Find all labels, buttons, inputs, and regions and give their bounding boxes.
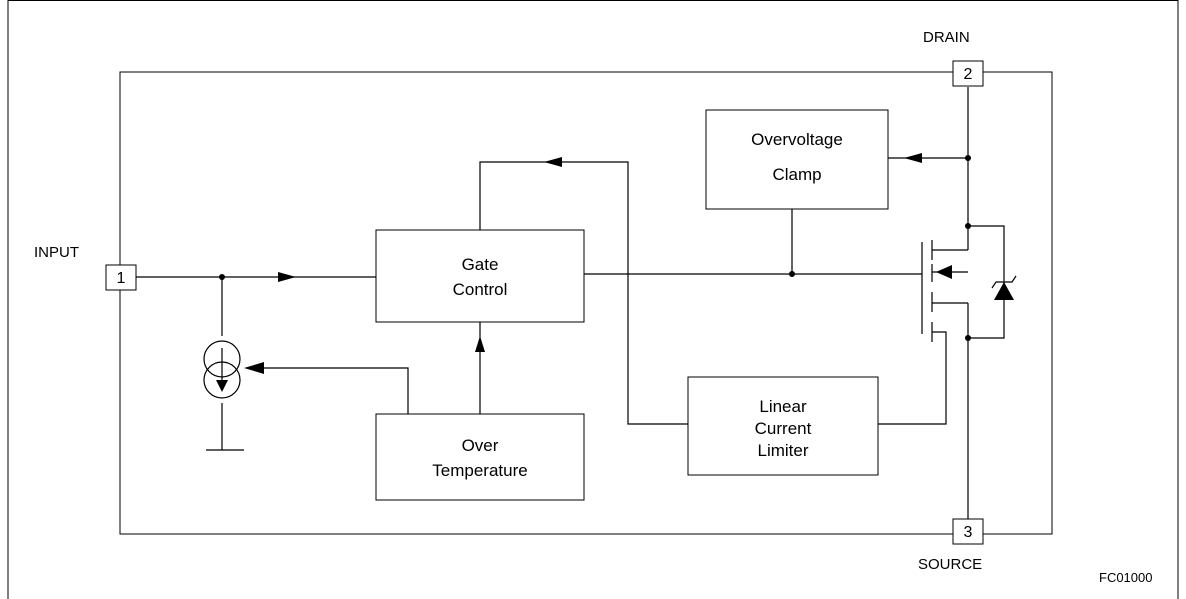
pin-input-number: 1 [117, 270, 126, 287]
junction-dots [219, 155, 971, 341]
gate-control-line2: Control [453, 280, 508, 299]
pin-source-number: 3 [964, 524, 973, 541]
source-label: SOURCE [918, 556, 982, 573]
overvoltage-clamp-block: Overvoltage Clamp [705, 109, 889, 210]
page-frame [7, 0, 1179, 599]
pin-source: 3 [952, 518, 984, 545]
over-temp-line2: Temperature [432, 461, 527, 480]
over-temp-line1: Over [462, 436, 499, 455]
pin-drain-number: 2 [964, 66, 973, 83]
gate-control-line1: Gate [462, 255, 499, 274]
pin-drain: 2 [952, 60, 984, 87]
overvoltage-line1: Overvoltage [751, 130, 843, 149]
mosfet-symbol [921, 240, 952, 342]
zener-diode [991, 275, 1017, 300]
gate-control-block: Gate Control [375, 229, 585, 323]
over-temperature-block: Over Temperature [375, 413, 585, 501]
input-label: INPUT [34, 244, 79, 261]
figure-code: FC01000 [1099, 570, 1152, 585]
package-outline [119, 71, 1053, 535]
linear-current-limiter-block: Linear Current Limiter [687, 376, 879, 476]
current-source-symbol [203, 340, 241, 399]
drain-label: DRAIN [923, 29, 970, 46]
wiring [136, 87, 1005, 519]
limiter-line2: Current [755, 419, 812, 438]
pin-input: 1 [105, 264, 137, 291]
limiter-line1: Linear [759, 397, 807, 416]
signal-arrows [244, 153, 922, 374]
overvoltage-line2: Clamp [772, 165, 821, 184]
limiter-line3: Limiter [757, 441, 808, 460]
